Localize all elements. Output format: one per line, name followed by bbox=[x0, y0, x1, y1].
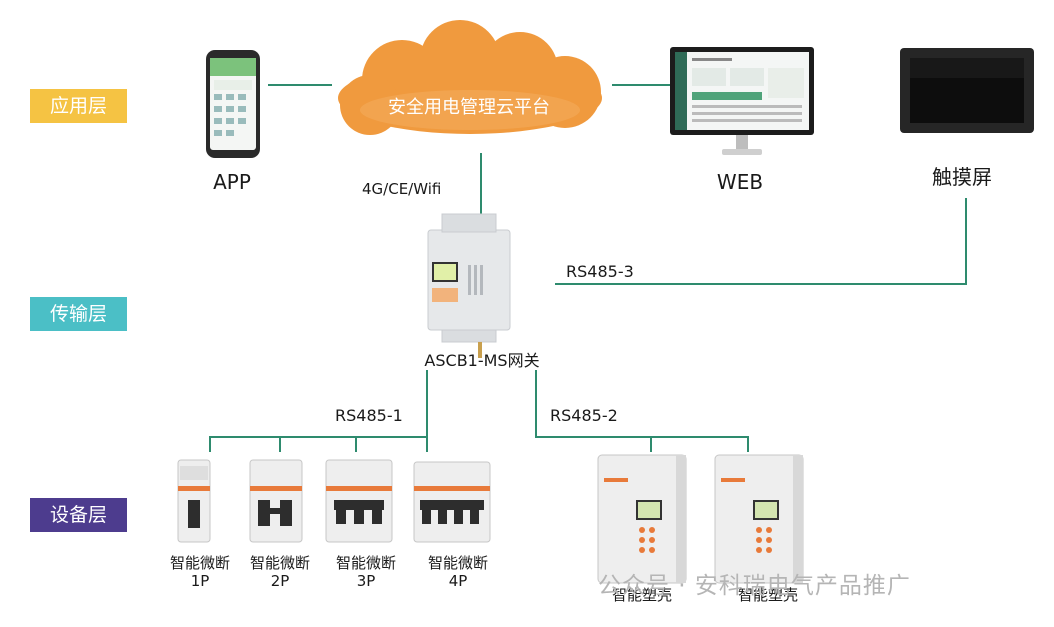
breaker-1p-name: 智能微断 bbox=[169, 554, 231, 572]
rs485-2-link bbox=[535, 370, 749, 452]
app-label: APP bbox=[213, 170, 251, 194]
monitor-icon bbox=[670, 47, 814, 155]
breaker-3p-poles: 3P bbox=[356, 572, 376, 590]
breaker-3p-icon bbox=[325, 459, 393, 543]
transmission-layer-badge: 传输层 bbox=[30, 297, 127, 331]
device-layer-badge: 设备层 bbox=[30, 498, 127, 532]
gateway-device-icon bbox=[427, 213, 511, 358]
breaker-1p-poles: 1P bbox=[190, 572, 210, 590]
breaker-2p-icon bbox=[249, 459, 303, 543]
rs485-3-label: RS485-3 bbox=[566, 262, 634, 281]
application-layer-badge: 应用层 bbox=[30, 89, 127, 123]
breaker-3p-name: 智能微断 bbox=[335, 554, 397, 572]
breaker-3p-label: 智能微断 3P bbox=[336, 554, 396, 590]
touch-screen-icon bbox=[900, 48, 1034, 133]
rs485-1-link bbox=[209, 370, 428, 452]
mccb-2-icon bbox=[714, 454, 804, 584]
breaker-2p-label: 智能微断 2P bbox=[250, 554, 310, 590]
rs485-2-label: RS485-2 bbox=[550, 406, 618, 425]
breaker-4p-label: 智能微断 4P bbox=[428, 554, 488, 590]
breaker-2p-poles: 2P bbox=[270, 572, 290, 590]
breaker-2p-name: 智能微断 bbox=[249, 554, 311, 572]
uplink-label: 4G/CE/Wifi bbox=[362, 180, 442, 198]
touch-screen-label: 触摸屏 bbox=[932, 165, 992, 189]
rs485-3-link bbox=[555, 198, 967, 285]
breaker-4p-icon bbox=[413, 461, 491, 543]
gateway-label: ASCB1-MS网关 bbox=[424, 351, 540, 370]
connector-lines bbox=[209, 84, 967, 452]
mccb-2-label: 智能塑壳 bbox=[737, 586, 799, 604]
web-label: WEB bbox=[716, 170, 764, 194]
mccb-1-icon bbox=[597, 454, 687, 584]
breaker-1p-label: 智能微断 1P bbox=[170, 554, 230, 590]
breaker-4p-poles: 4P bbox=[448, 572, 468, 590]
rs485-1-label: RS485-1 bbox=[335, 406, 403, 425]
breaker-1p-icon bbox=[177, 459, 211, 543]
cloud-platform-label: 安全用电管理云平台 bbox=[388, 97, 550, 118]
cloud-icon bbox=[338, 20, 602, 135]
phone-icon bbox=[206, 50, 260, 158]
watermark: 公众号 · 安科瑞电气产品推广 bbox=[598, 573, 911, 599]
breaker-4p-name: 智能微断 bbox=[427, 554, 489, 572]
mccb-1-label: 智能塑壳 bbox=[611, 586, 673, 604]
